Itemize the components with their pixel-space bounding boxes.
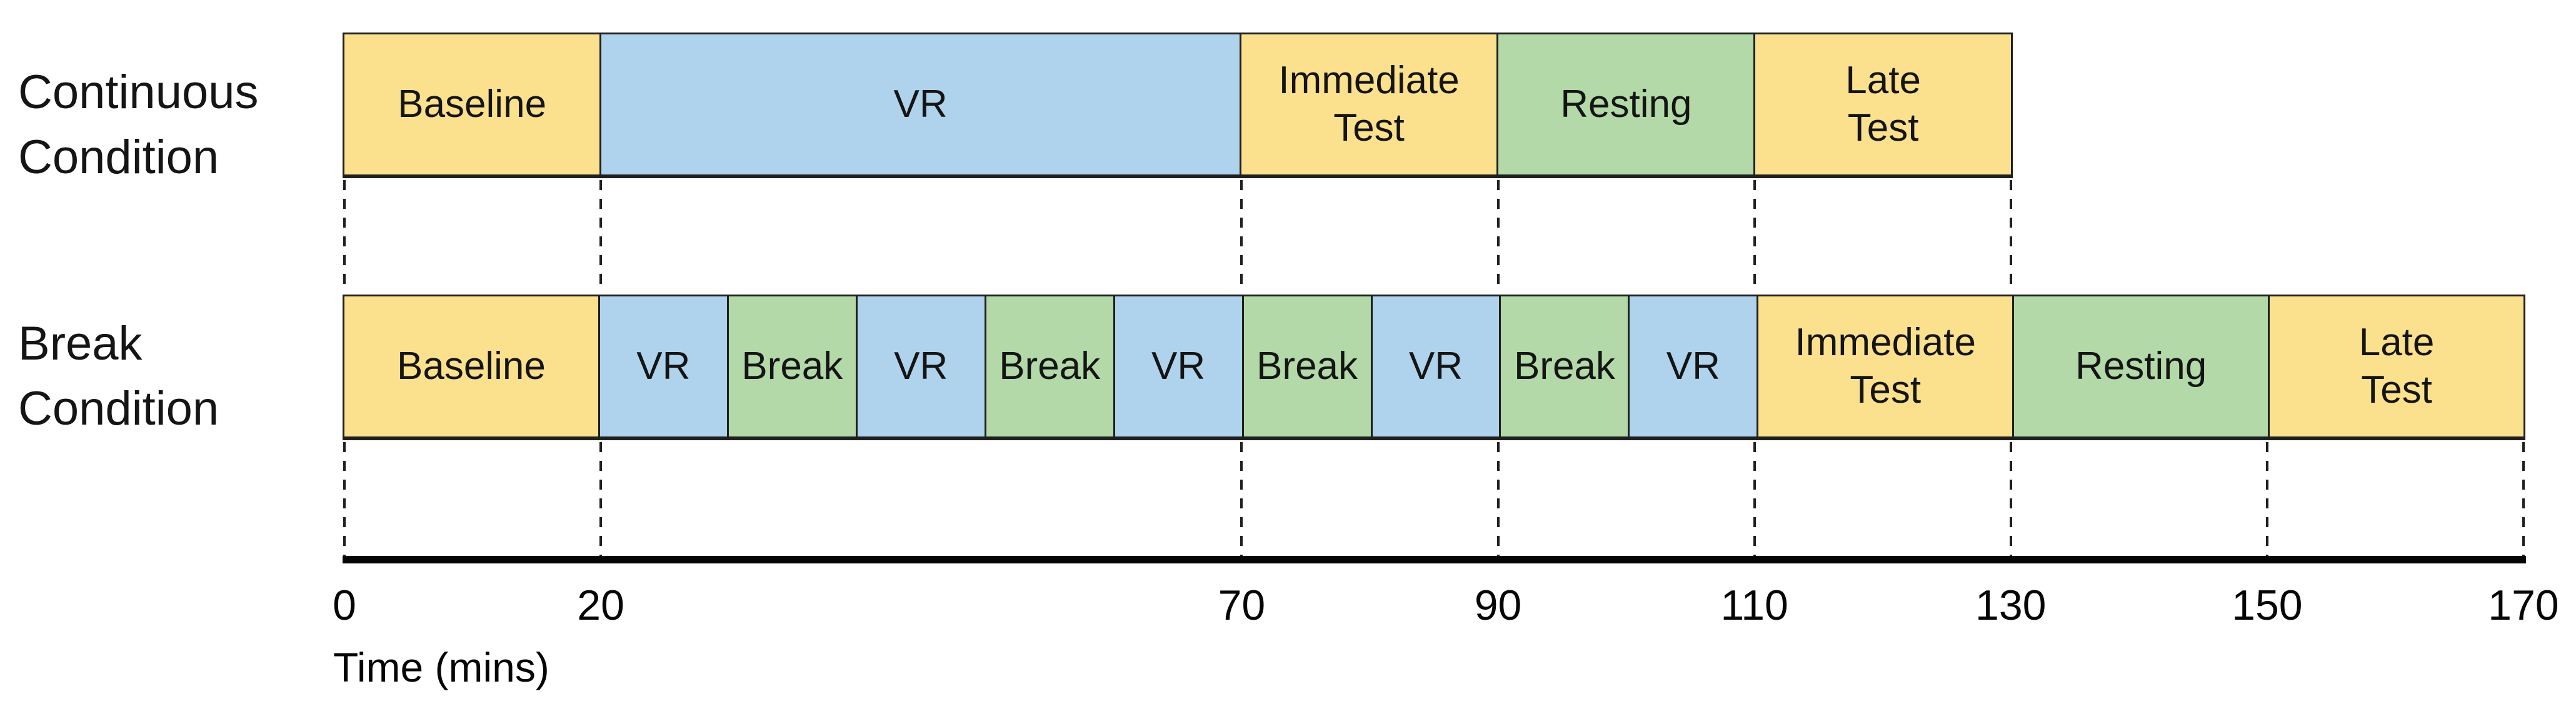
timeline-segment-baseline: Baseline [344,34,600,174]
condition-row-break: Baseline VR Break VR Break VR Break VR Break VR Im… [343,295,2526,440]
segment-label: Break [741,345,843,388]
timeline-segment-vr: VR [1628,296,1757,436]
timeline-segment-immediate-test: Immediate Test [1757,296,2013,436]
dashed-gridline-130min [2009,442,2012,556]
segment-label: Immediate Test [1795,321,1976,411]
segment-label: Late Test [1845,59,1921,149]
segment-label: Break [1256,345,1358,388]
dashed-gridline-90min [1496,180,1500,293]
timeline-segment-vr: VR [855,296,985,436]
timeline-segment-break: Break [726,296,856,436]
axis-tick-label-110: 110 [1720,582,1788,629]
axis-tick-label-0: 0 [333,582,356,629]
segment-label: VR [1151,345,1206,388]
segment-label: Late Test [2358,321,2435,411]
dashed-gridline-0min [343,180,346,293]
segment-label: VR [1666,345,1720,388]
dashed-gridline-110min [1753,442,1756,556]
segment-label: Break [1513,345,1615,388]
dashed-gridline-20min [599,442,603,556]
dashed-gridline-0min [343,442,346,556]
segment-label: VR [894,345,948,388]
segment-label: Resting [2075,345,2207,388]
dashed-gridline-110min [1753,180,1756,293]
timeline-segment-break: Break [1499,296,1628,436]
segment-label: VR [636,345,691,388]
timeline-segment-late-test: Late Test [1753,34,2011,174]
time-axis-line [343,556,2526,563]
axis-tick-label-130: 130 [1975,582,2047,629]
timeline-segment-vr: VR [1113,296,1242,436]
axis-tick-label-170: 170 [2488,582,2559,629]
axis-tick-label-150: 150 [2232,582,2303,629]
time-axis-title: Time (mins) [333,644,549,690]
timeline-segment-break: Break [1241,296,1371,436]
dashed-gridline-170min [2522,442,2525,556]
segment-label: Resting [1560,83,1692,126]
timeline-segment-vr: VR [1370,296,1500,436]
timeline-segment-baseline: Baseline [344,296,598,436]
axis-tick-label-90: 90 [1474,582,1522,629]
timeline-segment-vr: VR [599,34,1240,174]
condition-row-continuous: Baseline VR Immediate Test Resting Late Test [343,33,2013,178]
dashed-gridline-20min [599,180,603,293]
timeline-segment-resting: Resting [2012,296,2268,436]
segment-label: VR [893,83,948,126]
segment-label: Baseline [397,345,546,388]
timeline-segment-immediate-test: Immediate Test [1239,34,1497,174]
dashed-gridline-130min [2009,180,2012,293]
axis-tick-label-70: 70 [1218,582,1266,629]
timeline-segment-vr: VR [598,296,727,436]
row-label-continuous-condition: Continuous Condition [18,66,259,184]
segment-label: Baseline [398,83,547,126]
dashed-gridline-70min [1240,442,1243,556]
timeline-segment-resting: Resting [1496,34,1754,174]
timeline-segment-break: Break [984,296,1113,436]
segment-label: Break [999,345,1101,388]
dashed-gridline-150min [2265,442,2268,556]
row-label-break-condition: Break Condition [18,317,219,435]
axis-tick-label-20: 20 [577,582,624,629]
timeline-segment-late-test: Late Test [2268,296,2523,436]
dashed-gridline-90min [1496,442,1500,556]
segment-label: VR [1408,345,1463,388]
segment-label: Immediate Test [1278,59,1460,149]
dashed-gridline-70min [1240,180,1243,293]
